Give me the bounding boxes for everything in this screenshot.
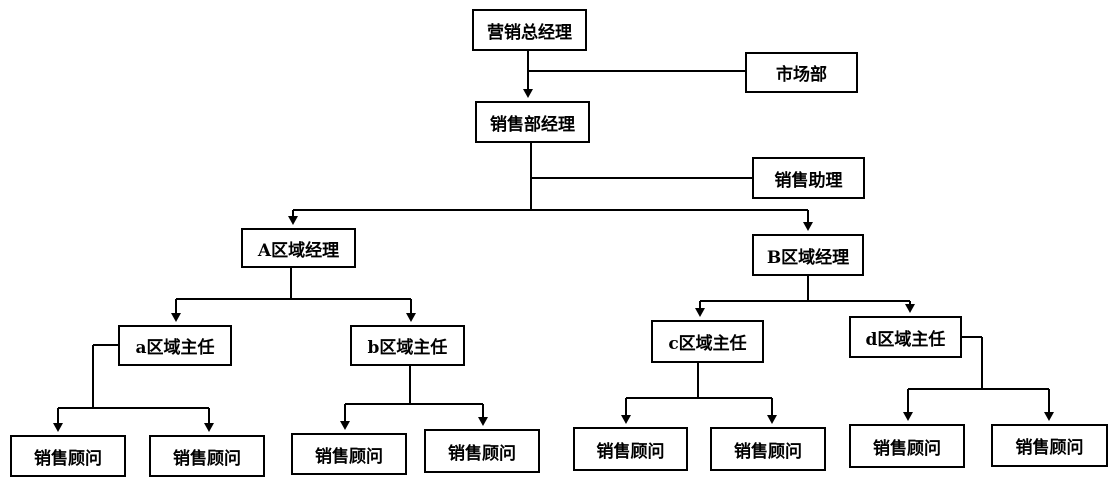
node-consultant: 销售顾问 bbox=[573, 427, 688, 471]
arrowhead bbox=[767, 415, 777, 424]
node-sup-a: a区域主任 bbox=[118, 325, 232, 366]
node-region-b: B区域经理 bbox=[752, 234, 864, 276]
arrowhead bbox=[406, 313, 416, 322]
node-consultant: 销售顾问 bbox=[849, 424, 965, 468]
arrowhead bbox=[523, 89, 533, 98]
node-consultant: 销售顾问 bbox=[710, 427, 826, 471]
node-gm: 营销总经理 bbox=[472, 9, 587, 51]
node-sup-c: c区域主任 bbox=[651, 320, 764, 363]
arrowhead bbox=[1044, 412, 1054, 421]
arrowhead bbox=[803, 222, 813, 231]
arrowhead bbox=[478, 417, 488, 426]
node-region-a: A区域经理 bbox=[241, 228, 356, 268]
arrowhead bbox=[340, 421, 350, 430]
arrowhead bbox=[903, 412, 913, 421]
arrowhead bbox=[695, 308, 705, 317]
arrowhead bbox=[621, 415, 631, 424]
arrowhead bbox=[171, 313, 181, 322]
node-consultant: 销售顾问 bbox=[424, 429, 540, 473]
arrowhead bbox=[204, 423, 214, 432]
node-consultant: 销售顾问 bbox=[291, 433, 407, 475]
node-sup-d: d区域主任 bbox=[849, 316, 962, 358]
node-consultant: 销售顾问 bbox=[10, 435, 126, 477]
node-consultant: 销售顾问 bbox=[149, 435, 265, 477]
arrowhead bbox=[288, 216, 298, 225]
node-sales-asst: 销售助理 bbox=[752, 157, 865, 199]
node-consultant: 销售顾问 bbox=[991, 424, 1108, 467]
arrowhead bbox=[905, 304, 915, 313]
node-sup-b: b区域主任 bbox=[350, 325, 465, 366]
node-market: 市场部 bbox=[745, 52, 858, 93]
node-sales-mgr: 销售部经理 bbox=[475, 101, 590, 143]
arrowhead bbox=[53, 423, 63, 432]
